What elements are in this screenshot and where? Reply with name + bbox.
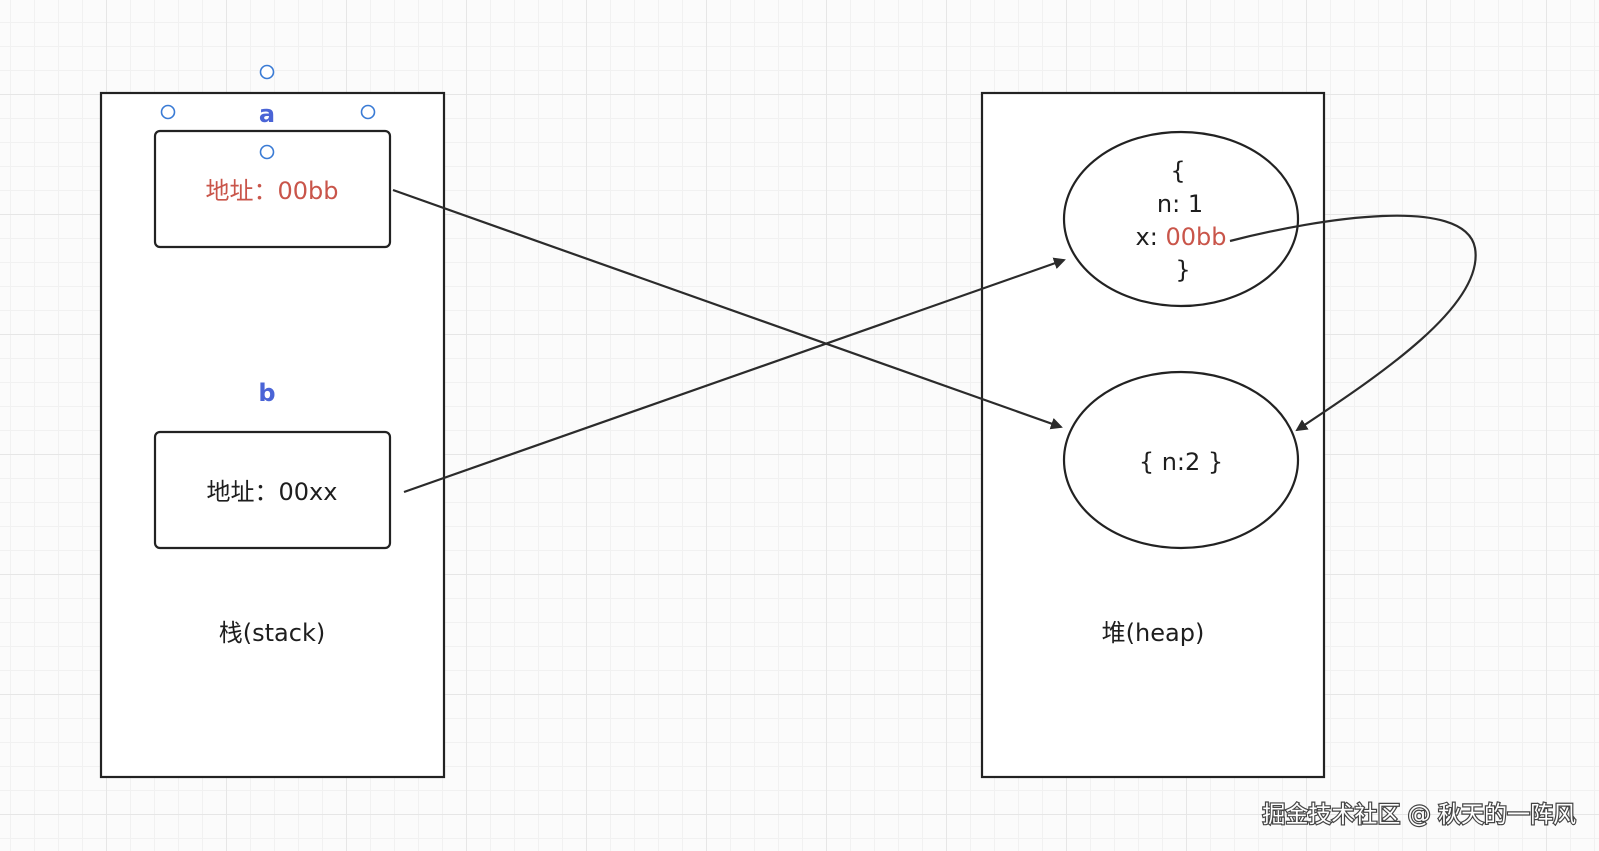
variable-b-cell[interactable]	[153, 430, 392, 550]
pointer-arrow-x-to-object-2[interactable]	[1229, 214, 1477, 432]
variable-a-address: 地址：00bb	[205, 177, 338, 205]
pointer-arrow-b-to-object-1[interactable]	[403, 257, 1066, 494]
heap-object-1-x-field: x: 00bb	[1136, 223, 1227, 251]
variable-b-name: b	[258, 379, 275, 407]
pointer-arrow-a-to-object-2[interactable]	[392, 188, 1063, 430]
heap-object-1-x-key: x:	[1136, 223, 1166, 251]
selection-handle-bottom[interactable]	[259, 144, 275, 160]
heap-object-2[interactable]	[1062, 370, 1300, 550]
variable-a-cell[interactable]	[153, 129, 392, 249]
variable-a-address-prefix: 地址：	[205, 177, 277, 205]
variable-a-address-value: 00bb	[277, 177, 338, 205]
selection-handle-right[interactable]	[360, 104, 376, 120]
heap-object-1-x-value: 00bb	[1165, 223, 1226, 251]
heap-object-1-open-brace: {	[1170, 157, 1185, 185]
stack-label: 栈(stack)	[219, 619, 325, 647]
heap-object-2-content: { n:2 }	[1139, 448, 1223, 476]
selection-handle-left[interactable]	[160, 104, 176, 120]
variable-b-address-value: 00xx	[279, 478, 338, 506]
heap-label: 堆(heap)	[1102, 619, 1205, 647]
selection-handle-top[interactable]	[259, 64, 275, 80]
variable-b-address-prefix: 地址：	[207, 478, 279, 506]
variable-b-address: 地址：00xx	[207, 478, 338, 506]
variable-a-name: a	[259, 100, 275, 128]
heap-object-1-n-field: n: 1	[1157, 190, 1203, 218]
heap-object-1[interactable]	[1062, 130, 1300, 308]
heap-object-1-close-brace: }	[1175, 256, 1190, 284]
watermark: 掘金技术社区 @ 秋天的一阵风	[1262, 802, 1576, 828]
